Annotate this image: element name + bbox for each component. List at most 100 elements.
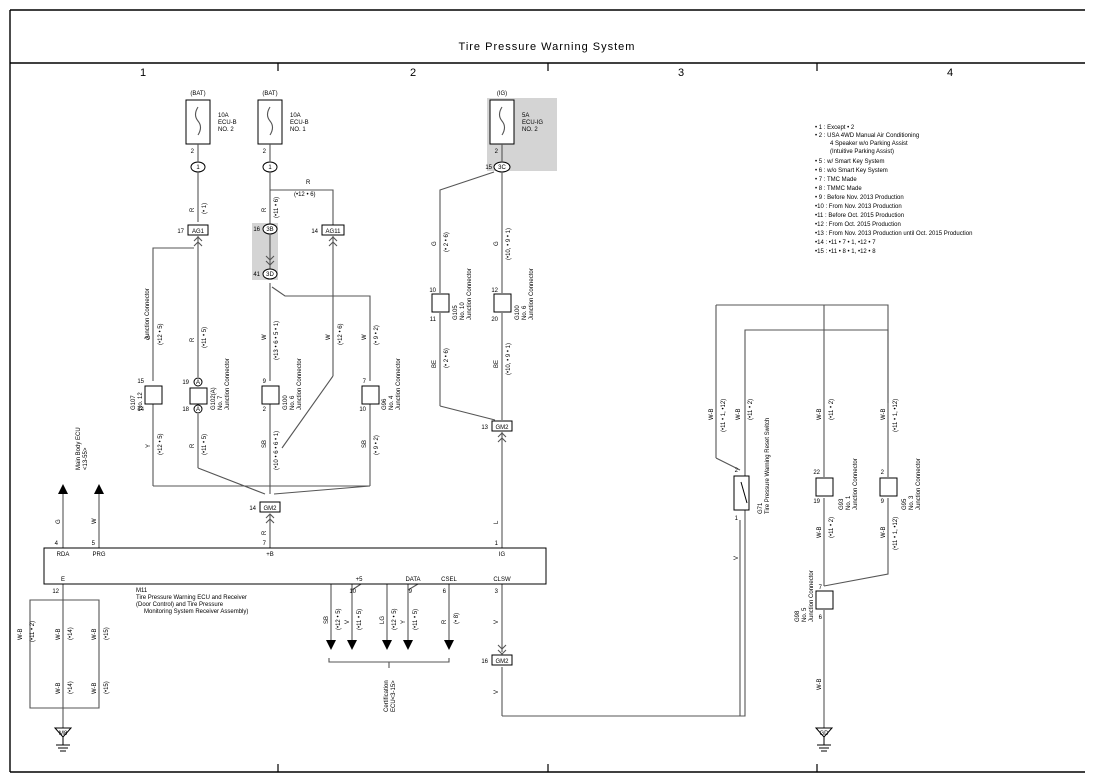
svg-text:E: E (61, 577, 65, 583)
svg-text:Junction Connector: Junction Connector (916, 458, 922, 510)
svg-text:Y: Y (146, 444, 152, 448)
svg-text:No. 4: No. 4 (389, 395, 395, 410)
svg-text:W: W (262, 334, 268, 340)
svg-text:SB: SB (362, 440, 368, 448)
svg-text:• 6 : w/o Smart Key System: • 6 : w/o Smart Key System (815, 168, 888, 174)
main-body-ecu-label: Main Body ECU (76, 427, 82, 470)
junction-g95: 2 9 (879, 470, 898, 505)
svg-text:(BAT): (BAT) (190, 91, 205, 97)
svg-text:W-B: W-B (56, 682, 62, 694)
connector-gm2-14: GM2 14 (249, 501, 281, 524)
svg-text:W-B: W-B (709, 408, 715, 420)
junction-g102a: A A 19 18 (182, 377, 208, 414)
diagram-title: Tire Pressure Warning System (459, 41, 636, 53)
wires (29, 144, 889, 728)
svg-text:9: 9 (409, 589, 413, 595)
svg-text:22: 22 (813, 470, 820, 476)
svg-text:(•11 • 5): (•11 • 5) (202, 327, 208, 348)
svg-text:W: W (362, 334, 368, 340)
svg-text:20: 20 (491, 317, 498, 323)
fuse-ecu-ig-no2: (IG) 5A ECU-IG NO. 2 2 3C 15 (485, 91, 543, 173)
svg-text:GM2: GM2 (495, 659, 509, 665)
svg-text:(IG): (IG) (497, 91, 507, 97)
svg-text:•13 : From Nov. 2013 Productio: •13 : From Nov. 2013 Production until Oc… (815, 231, 972, 237)
svg-text:+5: +5 (356, 577, 364, 583)
svg-text:LG: LG (380, 616, 386, 624)
svg-text:(•14): (•14) (68, 681, 74, 694)
svg-text:(BAT): (BAT) (262, 91, 277, 97)
cert-bracket (328, 658, 450, 663)
svg-text:Junction Connector: Junction Connector (467, 268, 473, 320)
svg-text:7: 7 (263, 541, 267, 547)
svg-text:+B: +B (266, 552, 274, 558)
svg-text:(•11 • 2): (•11 • 2) (30, 621, 36, 642)
svg-text:Y: Y (401, 620, 407, 624)
svg-text:Monitoring System Receiver Ass: Monitoring System Receiver Assembly) (144, 609, 248, 615)
column-2-label: 2 (410, 67, 416, 79)
svg-text:9: 9 (881, 499, 885, 505)
svg-text:A: A (196, 380, 200, 386)
svg-text:W-B: W-B (56, 628, 62, 640)
svg-text:G: G (56, 519, 62, 524)
svg-text:2: 2 (263, 407, 267, 413)
connector-gm2-13: GM2 13 (481, 420, 513, 443)
svg-text:W-B: W-B (92, 628, 98, 640)
svg-text:16: 16 (481, 659, 488, 665)
svg-text:RDA: RDA (57, 552, 70, 558)
svg-text:3B: 3B (266, 227, 273, 233)
svg-text:(•11 • 2): (•11 • 2) (829, 517, 835, 538)
svg-text:(•10, • 9 • 1): (•10, • 9 • 1) (506, 228, 512, 260)
main-body-ecu-ref: <13-55> (83, 447, 89, 470)
svg-text:(•11 • 1, •12): (•11 • 1, •12) (893, 517, 899, 550)
svg-text:(•11 • 5): (•11 • 5) (202, 434, 208, 455)
svg-text:(• 2 • 6): (• 2 • 6) (444, 348, 450, 368)
svg-text:(•11 • 5): (•11 • 5) (413, 609, 419, 630)
svg-text:17: 17 (177, 229, 184, 235)
svg-text:5A: 5A (522, 113, 529, 119)
svg-text:6: 6 (443, 589, 447, 595)
svg-text:(•12 • 6): (•12 • 6) (338, 323, 344, 345)
svg-text:(•10 • 6 • 6 • 1): (•10 • 6 • 6 • 1) (274, 431, 280, 470)
svg-text:W-B: W-B (736, 408, 742, 420)
svg-text:•12 : From Oct. 2015 Productio: •12 : From Oct. 2015 Production (815, 222, 901, 228)
svg-text:IG: IG (499, 552, 506, 558)
svg-text:W-B: W-B (18, 628, 24, 640)
ground-gd: GD (814, 727, 834, 752)
svg-text:5: 5 (92, 541, 96, 547)
svg-text:•10 : From Nov. 2013 Productio: •10 : From Nov. 2013 Production (815, 204, 902, 210)
svg-text:• 8 : TMMC Made: • 8 : TMMC Made (815, 186, 862, 192)
svg-text:M8: M8 (59, 731, 68, 737)
svg-text:W-B: W-B (92, 682, 98, 694)
svg-text:(•12 • 5): (•12 • 5) (392, 608, 398, 630)
svg-text:12: 12 (491, 288, 498, 294)
column-1-label: 1 (140, 67, 146, 79)
svg-text:No. 3: No. 3 (909, 495, 915, 510)
svg-text:(Intuitive Parking Assist): (Intuitive Parking Assist) (830, 149, 894, 155)
notes-legend: • 1 : Except • 2 • 2 : USA 4WD Manual Ai… (815, 125, 972, 255)
svg-text:CLSW: CLSW (493, 577, 511, 583)
svg-text:G71: G71 (758, 502, 764, 514)
svg-text:DATA: DATA (405, 577, 420, 583)
svg-text:19: 19 (182, 380, 189, 386)
svg-text:W-B: W-B (817, 526, 823, 538)
svg-text:Junction Connector: Junction Connector (529, 268, 535, 320)
svg-text:•11 : Before Oct. 2015 Product: •11 : Before Oct. 2015 Production (815, 213, 904, 219)
svg-text:ECU-IG: ECU-IG (522, 120, 543, 126)
svg-text:GM2: GM2 (263, 506, 277, 512)
svg-text:R: R (190, 443, 196, 448)
column-4-label: 4 (947, 67, 953, 79)
svg-text:R: R (306, 180, 311, 186)
svg-text:• 2 : USA 4WD Manual Air Condi: • 2 : USA 4WD Manual Air Conditioning (815, 133, 919, 139)
svg-text:10: 10 (429, 288, 436, 294)
junction-g100-b: 12 20 (491, 288, 512, 323)
svg-text:V: V (345, 620, 351, 624)
svg-text:(•13 • 6 • 5 • 1): (•13 • 6 • 5 • 1) (274, 321, 280, 360)
svg-text:A: A (196, 407, 200, 413)
ecu-m11: RDA PRG +B IG E +5 DATA CSEL CLSW 4 5 7 … (43, 541, 547, 615)
svg-text:Junction Connector: Junction Connector (809, 570, 815, 622)
svg-text:NO. 2: NO. 2 (522, 127, 538, 133)
svg-text:G: G (494, 241, 500, 246)
svg-text:19: 19 (813, 499, 820, 505)
svg-text:No. 12: No. 12 (138, 392, 144, 410)
svg-text:12: 12 (52, 589, 59, 595)
